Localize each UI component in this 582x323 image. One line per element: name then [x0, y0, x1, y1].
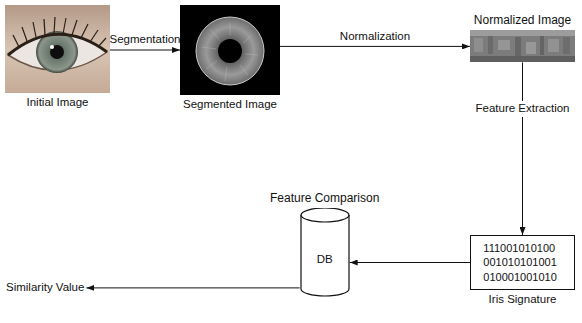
flow-arrow: [86, 287, 299, 288]
image-caption: Iris Signature: [489, 293, 557, 307]
cylinder-body: [301, 208, 349, 296]
image-node: Segmented Image: [180, 5, 280, 112]
box-shape: 111001010100 001010101001 010001001010: [470, 235, 575, 290]
skin: [5, 5, 110, 93]
step-label: Normalization: [340, 30, 410, 44]
segmented-photo: [180, 5, 280, 95]
cylinder-outline: [300, 208, 350, 297]
flow-arrow: [522, 62, 523, 235]
mask: [180, 5, 280, 95]
node-label: Similarity Value: [6, 281, 84, 295]
normalized-strip: [470, 30, 575, 62]
database-label: DB: [317, 253, 333, 267]
iris-ring: [196, 17, 264, 85]
image-caption: Segmented Image: [183, 98, 277, 112]
signature-box: 111001010100 001010101001 010001001010Ir…: [470, 235, 575, 307]
bit-code: 111001010100 001010101001 010001001010: [483, 241, 561, 284]
cyl-shape: DB: [300, 208, 350, 297]
eyelid: [8, 34, 107, 55]
step-label: Feature Extraction: [474, 101, 572, 117]
image-node: Initial Image: [5, 5, 110, 110]
strip-texture: [470, 30, 575, 62]
strip-ground: [470, 30, 575, 62]
image-caption: Initial Image: [26, 96, 88, 110]
step-label: Segmentation: [110, 33, 181, 47]
pupil: [50, 45, 64, 59]
database-cylinder: Feature ComparisonDB: [270, 191, 379, 297]
flow-arrow: [350, 262, 470, 263]
image-caption: Normalized Image: [474, 13, 571, 27]
flow-arrow: [280, 46, 470, 47]
pic-shape: [5, 5, 110, 93]
pupil: [218, 39, 242, 63]
output-node: Similarity Value: [4, 280, 86, 296]
iris-texture: [202, 23, 258, 81]
flow-arrow: [110, 50, 180, 51]
image-caption: Feature Comparison: [270, 191, 379, 205]
pic-shape: [470, 30, 575, 62]
pic-shape: [180, 5, 280, 95]
eye-photo: [5, 5, 110, 93]
image-node: Normalized Image: [470, 13, 575, 62]
plain-shape: Similarity Value: [4, 280, 86, 296]
highlight: [50, 45, 54, 49]
eyelashes: [13, 17, 106, 47]
cylinder-rim: [301, 215, 349, 222]
